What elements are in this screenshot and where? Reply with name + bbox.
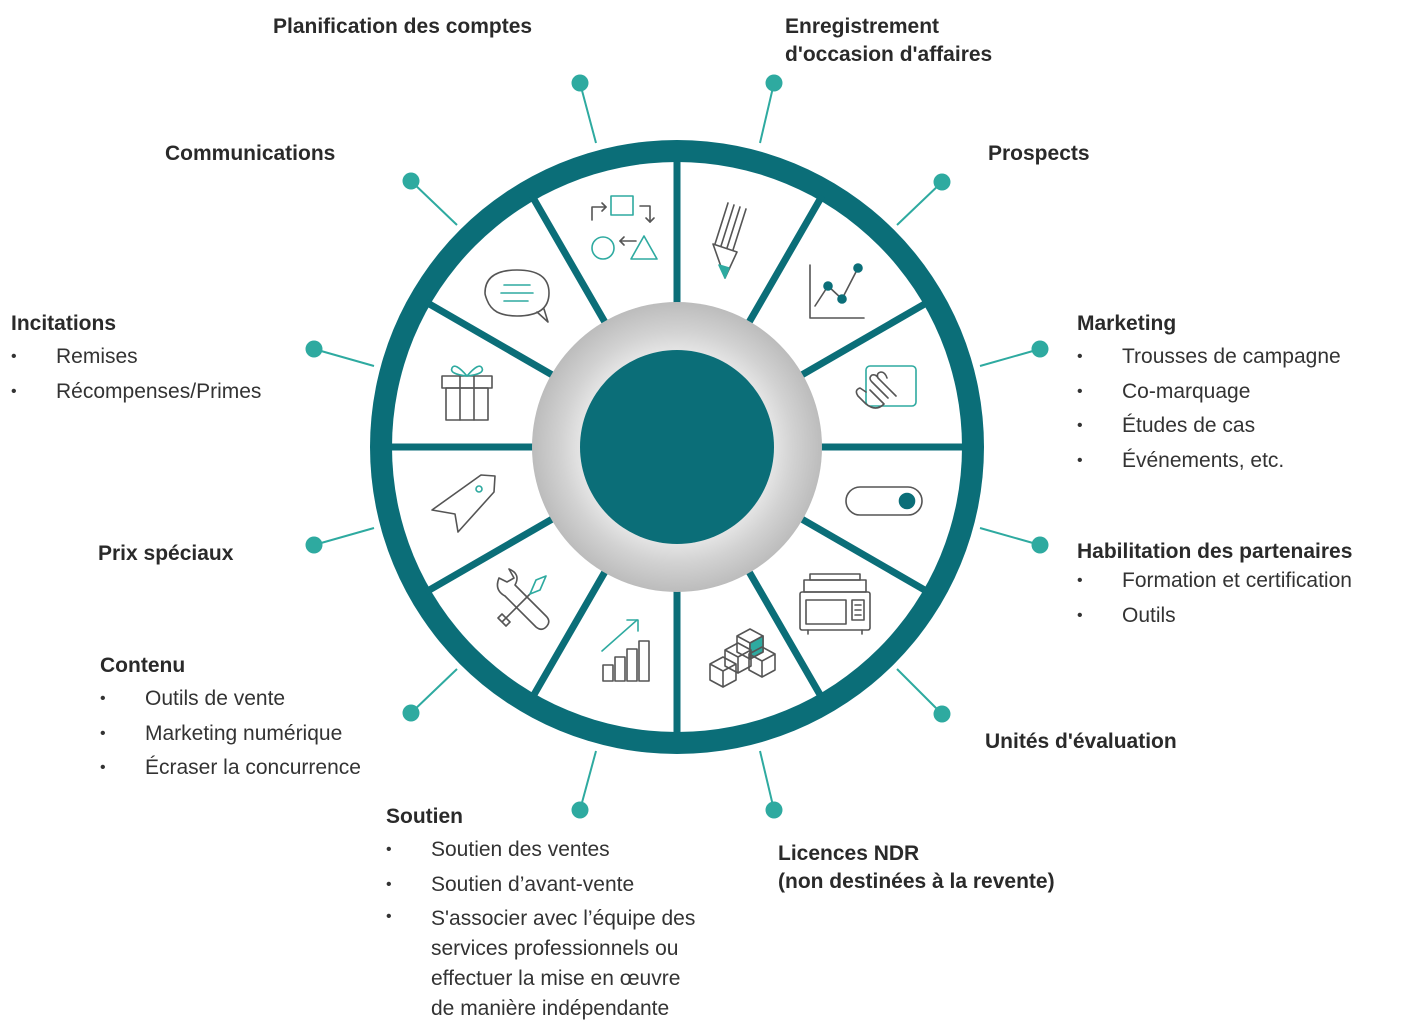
label-enregistrement: Enregistrement d'occasion d'affaires [785, 13, 992, 69]
pin-marketing [979, 340, 1049, 367]
list-item: Soutien d’avant-vente [386, 868, 695, 903]
tools-icon [496, 568, 550, 631]
pin-enregistrement [759, 74, 783, 144]
label-licences: Licences NDR (non destinées à la revente… [778, 840, 1055, 896]
gift-icon [441, 365, 493, 421]
pin-communications [402, 172, 458, 226]
label-incitations-list: Remises Récompenses/Primes [11, 340, 261, 409]
list-item: Événements, etc. [1077, 444, 1341, 479]
pin-licences [759, 750, 783, 819]
list-item: Formation et certification [1077, 564, 1352, 599]
printer-icon [799, 573, 871, 635]
pin-soutien [571, 750, 597, 819]
workflow-shapes-icon [591, 195, 658, 260]
bar-chart-up-icon [601, 619, 650, 682]
label-marketing: Marketing Trousses de campagne Co-marqua… [1077, 310, 1341, 478]
price-tag-icon [431, 474, 496, 533]
label-habilitation-title: Habilitation des partenaires [1077, 540, 1353, 563]
cubes-icon [709, 628, 776, 688]
label-habilitation-list: Formation et certification Outils [1077, 564, 1352, 633]
list-item: Outils [1077, 599, 1352, 634]
hub-center [580, 350, 774, 544]
label-soutien: Soutien Soutien des ventes Soutien d’ava… [386, 803, 695, 1023]
label-prospects-title: Prospects [988, 142, 1090, 165]
label-licences-title: Licences NDR (non destinées à la revente… [778, 842, 1055, 893]
list-item: Écraser la concurrence [100, 751, 361, 786]
pin-prix [305, 527, 375, 554]
list-item: Marketing numérique [100, 717, 361, 752]
toggle-switch-icon [845, 486, 923, 516]
list-item: Trousses de campagne [1077, 340, 1341, 375]
pin-unites [896, 668, 951, 723]
label-communications: Communications [165, 140, 335, 168]
label-planification: Planification des comptes [273, 13, 532, 41]
list-item: Co-marquage [1077, 375, 1341, 410]
list-item: S'associer avec l’équipe des services pr… [386, 902, 695, 1023]
label-enregistrement-title: Enregistrement d'occasion d'affaires [785, 15, 993, 66]
list-item: Récompenses/Primes [11, 375, 261, 410]
pencil-icon [712, 202, 747, 279]
label-prix: Prix spéciaux [98, 540, 233, 568]
label-planification-title: Planification des comptes [273, 15, 533, 38]
label-communications-title: Communications [165, 142, 336, 165]
label-contenu-list: Outils de vente Marketing numérique Écra… [100, 682, 361, 786]
label-prospects: Prospects [988, 140, 1090, 168]
label-incitations: Incitations Remises Récompenses/Primes [11, 310, 261, 409]
connector-pins [305, 74, 1049, 819]
growth-chart-icon [809, 263, 865, 319]
list-item: Outils de vente [100, 682, 361, 717]
list-item: Études de cas [1077, 409, 1341, 444]
list-item: Soutien des ventes [386, 833, 695, 868]
label-marketing-title: Marketing [1077, 312, 1177, 335]
touch-screen-icon [855, 365, 917, 409]
pin-planification [571, 74, 597, 144]
label-incitations-title: Incitations [11, 312, 117, 335]
pin-contenu [402, 668, 458, 722]
label-prix-title: Prix spéciaux [98, 542, 234, 565]
label-unites: Unités d'évaluation [985, 728, 1177, 756]
label-contenu: Contenu Outils de vente Marketing numéri… [100, 652, 361, 786]
label-marketing-list: Trousses de campagne Co-marquage Études … [1077, 340, 1341, 478]
label-habilitation: Habilitation des partenaires Formation e… [1077, 538, 1352, 633]
pin-habilitation [979, 527, 1049, 554]
chat-bubble-icon [484, 269, 550, 323]
list-item: Remises [11, 340, 261, 375]
pin-incitations [305, 340, 375, 367]
label-unites-title: Unités d'évaluation [985, 730, 1177, 753]
label-soutien-title: Soutien [386, 805, 463, 828]
label-soutien-list: Soutien des ventes Soutien d’avant-vente… [386, 833, 695, 1023]
label-contenu-title: Contenu [100, 654, 186, 677]
pin-prospects [896, 173, 951, 226]
